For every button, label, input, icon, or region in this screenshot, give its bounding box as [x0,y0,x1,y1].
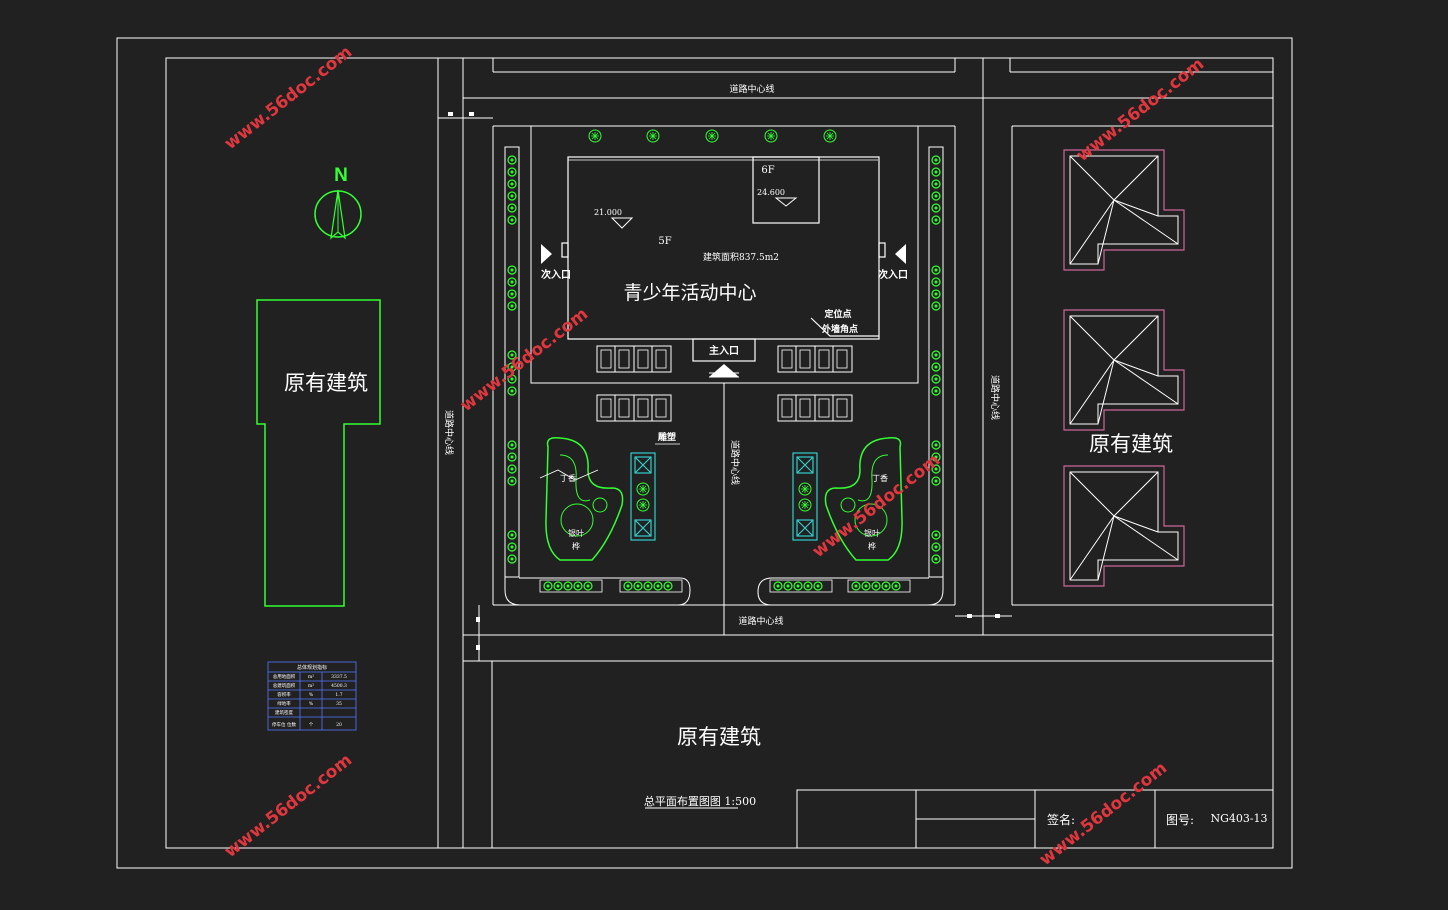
legend-cell: 容积率 [277,691,291,698]
legend-cell: 建筑密度 [275,709,293,716]
main-building [561,156,886,362]
legend-cell: 3337.5 [331,674,347,680]
sculpture-column-right [792,452,818,541]
road-label-right-vertical: 道路中心线 [989,375,1001,420]
drawing-title: 总平面布置图图 1:500 [644,794,756,808]
drawing-number: NG403-13 [1210,812,1267,825]
legend-cell: 绿地率 [277,700,291,707]
position-point-label: 定位点 [823,308,851,320]
existing-building-bottom-label: 原有建筑 [677,725,761,749]
garden-right [824,436,903,561]
secondary-entrance-left-label: 次入口 [541,268,571,281]
sculpture-label: 雕塑 [658,431,676,443]
watermark: www.56doc.com [221,42,356,154]
legend-cell: m² [308,683,314,689]
legend-cell: 总用地面积 [273,673,296,680]
legend-cell: % [309,692,314,698]
existing-building-left [256,299,381,607]
elevation-tower: 24.600 [757,188,785,197]
floors-main: 5F [658,236,671,247]
drawing-number-label: 图号: [1166,813,1194,827]
legend-cell: % [309,701,314,707]
secondary-entrance-right-label: 次入口 [878,268,908,281]
north-arrow-icon [314,189,362,240]
watermark: www.56doc.com [1073,54,1208,166]
building-area: 建筑面积837.5m2 [703,251,779,263]
road-label-top: 道路中心线 [729,83,774,95]
legend-table-frame [267,661,357,731]
legend-cell: 35 [336,701,342,707]
legend-cell: 个 [309,722,314,728]
road-label-bottom: 道路中心线 [738,615,783,627]
existing-building-left-label: 原有建筑 [284,371,368,395]
plant-label-left-b: 银叶 [568,528,584,538]
plant-label-left-c: 桦 [572,541,580,551]
elevation-main: 21.000 [594,208,622,217]
legend-title: 总体规划指标 [297,664,327,671]
plant-label-right-b: 银叶 [864,528,880,538]
watermark: www.56doc.com [809,450,944,562]
outer-corner-label: 外墙角点 [821,323,858,335]
signature-label: 签名: [1047,812,1075,827]
plant-label-right-c: 桦 [868,541,876,551]
floors-tower: 6F [761,165,774,176]
legend-cell: 总建筑面积 [273,682,296,689]
garden-left [539,436,624,561]
road-label-left-vertical: 道路中心线 [443,410,455,455]
existing-building-right-label: 原有建筑 [1089,432,1173,456]
plant-label-right-a: 丁香 [872,473,888,483]
legend-rows: 总用地面积 m² 3337.5 总建筑面积 m² 4500.3 容积率 % 1.… [272,673,347,728]
hedge-bottom [539,579,911,593]
legend-cell: 20 [336,722,342,728]
legend-cell: 1.7 [335,692,342,698]
plant-label-left-a: 丁香 [560,473,576,483]
legend-cell: 停车位 位数 [272,721,296,728]
watermark: www.56doc.com [457,304,592,416]
main-building-name: 青少年活动中心 [623,282,756,304]
legend-cell: 4500.3 [331,683,347,689]
watermark: www.56doc.com [221,750,356,862]
north-label: N [334,165,348,186]
sculpture-column-left [630,452,656,541]
legend-cell: m² [308,674,314,680]
road-label-center-vertical: 道路中心线 [729,440,741,485]
main-entrance-label: 主入口 [709,344,739,357]
